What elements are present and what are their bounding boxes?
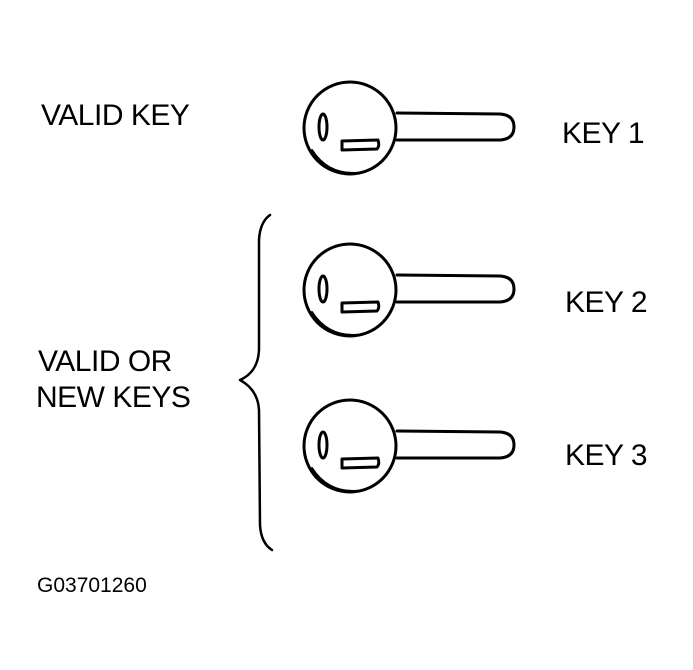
figure-code: G03701260 [37,574,147,597]
key-1-label: KEY 1 [562,117,645,150]
key-2-label: KEY 2 [565,286,648,319]
key-1-icon [302,80,516,176]
group-label-line2: NEW KEYS [36,381,191,414]
valid-key-label: VALID KEY [41,99,190,132]
curly-brace-icon [238,213,274,552]
key-2-icon [302,242,516,338]
key-3-label: KEY 3 [565,439,648,472]
group-label-line1: VALID OR [38,345,172,378]
key-3-icon [302,398,516,494]
